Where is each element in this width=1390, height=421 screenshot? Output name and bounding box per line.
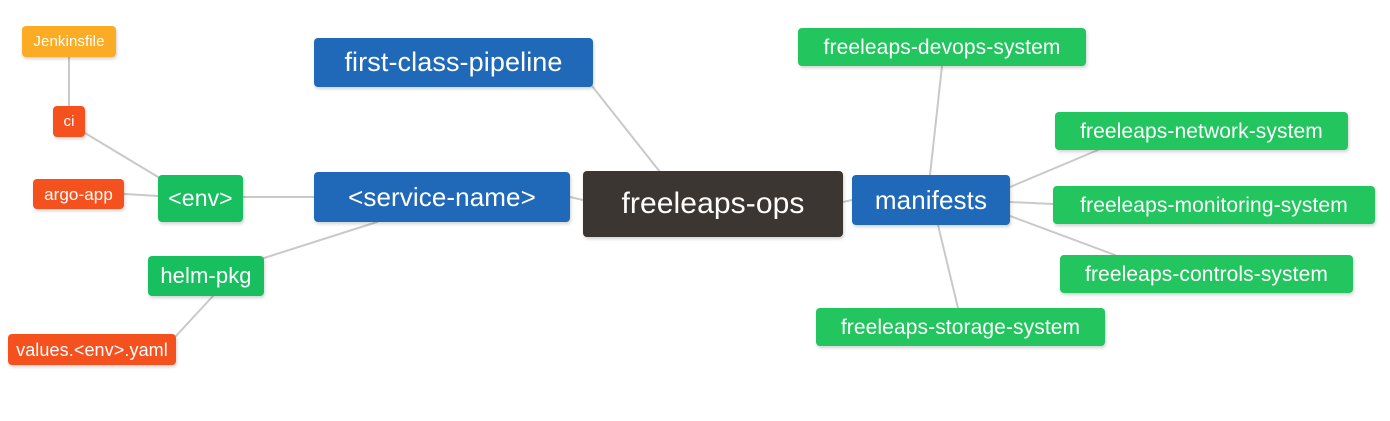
node-jenkinsfile[interactable]: Jenkinsfile (22, 26, 116, 57)
edge-devops-to-manifests (929, 65, 943, 176)
node-storage[interactable]: freeleaps-storage-system (816, 308, 1105, 346)
node-env[interactable]: <env> (158, 175, 243, 222)
edge-service-to-root (569, 196, 584, 201)
node-monitoring[interactable]: freeleaps-monitoring-system (1053, 186, 1375, 224)
node-values[interactable]: values.<env>.yaml (8, 334, 176, 365)
edge-pipeline-to-root (591, 85, 661, 173)
node-ci[interactable]: ci (53, 106, 85, 137)
node-service[interactable]: <service-name> (314, 172, 570, 222)
node-argo[interactable]: argo-app (33, 179, 124, 209)
edge-values-to-helm (175, 295, 214, 337)
edge-argo-to-env (123, 193, 159, 197)
edge-manifests-to-network (1009, 149, 1099, 188)
node-root[interactable]: freeleaps-ops (583, 171, 843, 237)
node-helm[interactable]: helm-pkg (148, 256, 264, 296)
node-devops[interactable]: freeleaps-devops-system (798, 28, 1086, 66)
node-pipeline[interactable]: first-class-pipeline (314, 38, 593, 87)
edge-ci-to-env (84, 132, 164, 181)
node-network[interactable]: freeleaps-network-system (1055, 112, 1348, 150)
edge-manifests-to-monitoring (1009, 201, 1054, 205)
edge-helm-to-service (263, 221, 378, 259)
edge-manifests-to-storage (937, 224, 959, 309)
edge-root-to-manifests (842, 199, 853, 203)
node-manifests[interactable]: manifests (852, 175, 1010, 225)
node-controls[interactable]: freeleaps-controls-system (1060, 255, 1353, 293)
